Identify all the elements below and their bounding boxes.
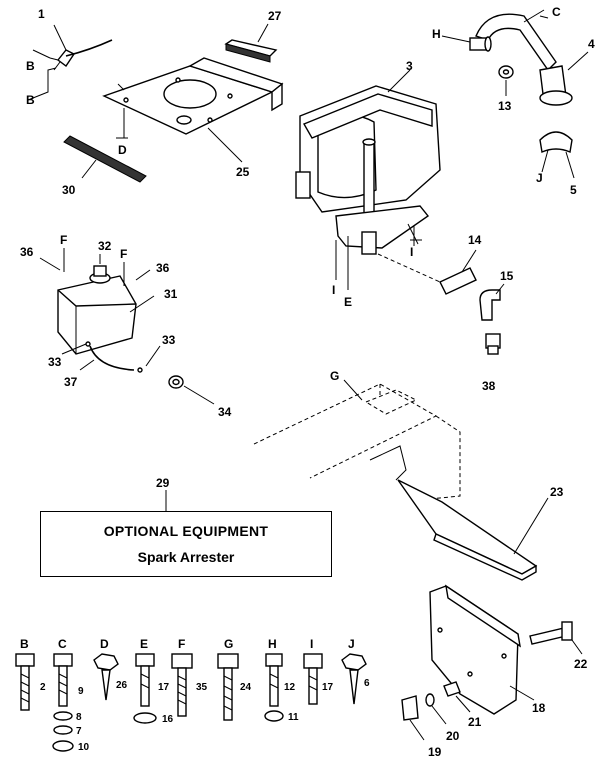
letter-b-2: B bbox=[26, 93, 35, 107]
hw-bolt-e bbox=[133, 653, 157, 724]
callout-1: 1 bbox=[38, 7, 45, 21]
letter-f-1: F bbox=[60, 233, 67, 247]
callout-36-right: 36 bbox=[156, 261, 170, 275]
part-1-cable-bracket bbox=[27, 24, 113, 101]
part-25-mount-plate bbox=[102, 57, 284, 163]
row-letter-i: I bbox=[310, 637, 313, 651]
callout-18: 18 bbox=[532, 701, 546, 715]
letter-g-top: G bbox=[330, 369, 339, 383]
part-31-fuel-tank bbox=[57, 265, 155, 355]
row-letter-h: H bbox=[268, 637, 277, 651]
row-letter-j: J bbox=[348, 637, 355, 651]
letter-b-1: B bbox=[26, 59, 35, 73]
callout-3: 3 bbox=[406, 59, 413, 73]
frame-dashed bbox=[253, 379, 461, 501]
callout-15: 15 bbox=[500, 269, 514, 283]
callout-16: 16 bbox=[162, 714, 174, 725]
row-letter-c: C bbox=[58, 637, 67, 651]
letter-c-top: C bbox=[552, 5, 561, 19]
part-3-engine bbox=[295, 69, 441, 290]
callout-31: 31 bbox=[164, 287, 178, 301]
letter-d-top: D bbox=[118, 143, 127, 157]
callout-27: 27 bbox=[268, 9, 282, 23]
callout-6: 6 bbox=[364, 678, 370, 689]
letter-f-2: F bbox=[120, 247, 127, 261]
part-15-elbow bbox=[479, 283, 505, 321]
callout-12: 12 bbox=[284, 682, 296, 693]
spark-arrester-label: Spark Arrester bbox=[137, 549, 235, 565]
callout-7: 7 bbox=[76, 726, 82, 737]
hw-bolt-c bbox=[52, 653, 74, 752]
part-37-fuel-line bbox=[61, 341, 161, 373]
callout-23: 23 bbox=[550, 485, 564, 499]
letter-i-engine: I bbox=[332, 283, 335, 297]
callout-10: 10 bbox=[78, 742, 90, 753]
callout-37: 37 bbox=[64, 375, 78, 389]
part-14-fuel-filter bbox=[439, 249, 477, 295]
callout-8: 8 bbox=[76, 712, 82, 723]
letter-i-2: I bbox=[410, 245, 413, 259]
callout-36-left: 36 bbox=[20, 245, 34, 259]
hw-bolt-f bbox=[171, 653, 193, 717]
callout-30: 30 bbox=[62, 183, 76, 197]
callout-33-left: 33 bbox=[48, 355, 62, 369]
callout-35: 35 bbox=[196, 682, 208, 693]
callout-19: 19 bbox=[428, 745, 442, 759]
callout-5: 5 bbox=[570, 183, 577, 197]
row-letter-f: F bbox=[178, 637, 185, 651]
optional-equipment-box: OPTIONAL EQUIPMENT Spark Arrester bbox=[40, 511, 332, 577]
row-letter-e: E bbox=[140, 637, 148, 651]
hw-screw-d bbox=[93, 653, 119, 701]
letter-e-engine: E bbox=[344, 295, 352, 309]
callout-4: 4 bbox=[588, 37, 595, 51]
part-21-nut bbox=[443, 681, 471, 713]
row-letter-g: G bbox=[224, 637, 233, 651]
callout-11: 11 bbox=[288, 712, 299, 723]
part-13-washer bbox=[498, 65, 514, 96]
row-letter-d: D bbox=[100, 637, 109, 651]
row-letter-b: B bbox=[20, 637, 29, 651]
callout-34: 34 bbox=[218, 405, 232, 419]
callout-38: 38 bbox=[482, 379, 496, 393]
part-20-washer bbox=[425, 693, 447, 725]
callout-20: 20 bbox=[446, 729, 460, 743]
part-27-strip bbox=[224, 23, 278, 63]
optional-equipment-title: OPTIONAL EQUIPMENT bbox=[103, 523, 269, 539]
part-18-plate bbox=[429, 584, 535, 715]
callout-9: 9 bbox=[78, 686, 84, 697]
callout-24: 24 bbox=[240, 682, 252, 693]
callout-29: 29 bbox=[156, 476, 170, 490]
callout-17-i: 17 bbox=[322, 682, 334, 693]
callout-32: 32 bbox=[98, 239, 112, 253]
part-23-deflector bbox=[397, 479, 549, 581]
callout-22: 22 bbox=[574, 657, 588, 671]
callout-26: 26 bbox=[116, 680, 128, 691]
callout-13: 13 bbox=[498, 99, 512, 113]
part-19-clip bbox=[401, 695, 425, 741]
part-30-slotted-bar bbox=[63, 135, 147, 183]
callout-14: 14 bbox=[468, 233, 482, 247]
callout-17-e: 17 bbox=[158, 682, 170, 693]
callout-25: 25 bbox=[236, 165, 250, 179]
letter-j-top: J bbox=[536, 171, 543, 185]
part-38-fitting bbox=[485, 333, 501, 355]
callout-21: 21 bbox=[468, 715, 482, 729]
hw-bolt-h bbox=[264, 653, 284, 722]
hw-bolt-i bbox=[303, 653, 323, 705]
letter-h-top: H bbox=[432, 27, 441, 41]
callout-33-right: 33 bbox=[162, 333, 176, 347]
part-22-bolt bbox=[529, 621, 583, 655]
part-h-exhaust-bolt bbox=[441, 35, 492, 52]
part-4-muffler bbox=[475, 9, 589, 106]
part-5-clamp bbox=[539, 131, 575, 179]
callout-2: 2 bbox=[40, 682, 46, 693]
hw-bolt-b bbox=[15, 653, 35, 711]
hw-bolt-g bbox=[217, 653, 239, 721]
hw-screw-j bbox=[341, 653, 367, 705]
part-34-bushing bbox=[168, 375, 215, 405]
